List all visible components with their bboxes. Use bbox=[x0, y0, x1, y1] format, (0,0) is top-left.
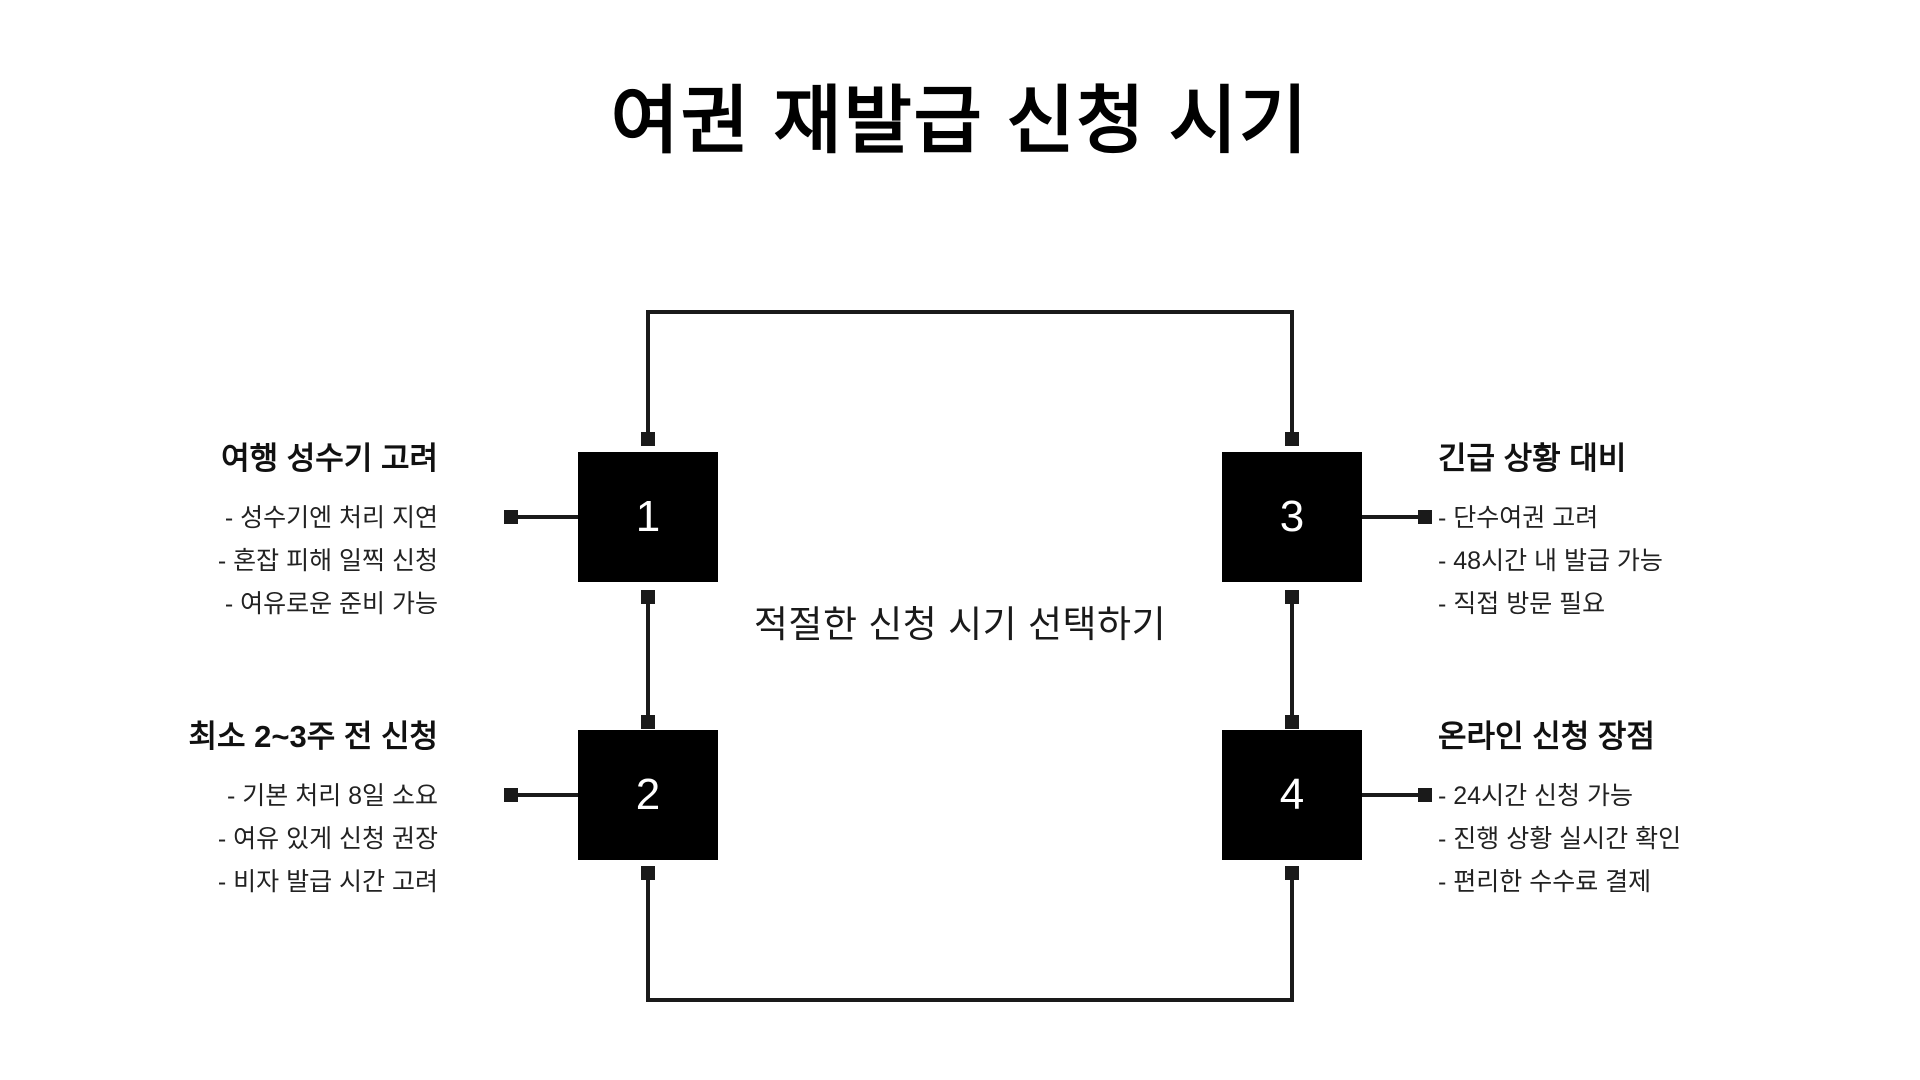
node-number-4: 4 bbox=[1279, 770, 1305, 819]
node-box-1[interactable]: 1 bbox=[578, 452, 718, 582]
node-number-3: 3 bbox=[1279, 492, 1305, 541]
block-2-heading: 최소 2~3주 전 신청 bbox=[188, 719, 438, 754]
connector-cap-leader-4 bbox=[1418, 788, 1432, 802]
connector-cap-top-left bbox=[641, 432, 655, 446]
block-3-bullets: - 단수여권 고려 - 48시간 내 발급 가능 - 직접 방문 필요 bbox=[1438, 497, 1768, 626]
block-2-bullets: - 기본 처리 8일 소요 - 여유 있게 신청 권장 - 비자 발급 시간 고… bbox=[108, 775, 438, 904]
list-item: - 직접 방문 필요 bbox=[1438, 590, 1606, 619]
connector-cap-top-right bbox=[1285, 432, 1299, 446]
connector-cap-leader-2 bbox=[504, 788, 518, 802]
list-item: - 비자 발급 시간 고려 bbox=[217, 868, 438, 897]
text-block-3: 긴급 상황 대비 - 단수여권 고려 - 48시간 내 발급 가능 - 직접 방… bbox=[1438, 440, 1768, 626]
list-item: - 편리한 수수료 결제 bbox=[1438, 868, 1652, 897]
text-block-2: 최소 2~3주 전 신청 - 기본 처리 8일 소요 - 여유 있게 신청 권장… bbox=[108, 718, 438, 904]
center-label: 적절한 신청 시기 선택하기 bbox=[753, 604, 1167, 645]
list-item: - 혼잡 피해 일찍 신청 bbox=[217, 547, 438, 576]
connector-cap-v-right-top bbox=[1285, 590, 1299, 604]
list-item: - 성수기엔 처리 지연 bbox=[224, 504, 438, 533]
node-box-2[interactable]: 2 bbox=[578, 730, 718, 860]
connector-cap-v-left-bottom bbox=[641, 715, 655, 729]
node-number-1: 1 bbox=[635, 492, 661, 541]
text-block-1: 여행 성수기 고려 - 성수기엔 처리 지연 - 혼잡 피해 일찍 신청 - 여… bbox=[108, 440, 438, 626]
page-title: 여권 재발급 신청 시기 bbox=[610, 79, 1310, 162]
block-1-bullets: - 성수기엔 처리 지연 - 혼잡 피해 일찍 신청 - 여유로운 준비 가능 bbox=[108, 497, 438, 626]
block-1-heading: 여행 성수기 고려 bbox=[221, 441, 438, 476]
connector-cap-v-left-top bbox=[641, 590, 655, 604]
block-4-bullets: - 24시간 신청 가능 - 진행 상황 실시간 확인 - 편리한 수수료 결제 bbox=[1438, 775, 1768, 904]
node-box-4[interactable]: 4 bbox=[1222, 730, 1362, 860]
list-item: - 단수여권 고려 bbox=[1438, 504, 1599, 533]
list-item: - 여유 있게 신청 권장 bbox=[217, 825, 438, 854]
connector-cap-v-right-bottom bbox=[1285, 715, 1299, 729]
block-4-heading: 온라인 신청 장점 bbox=[1438, 719, 1655, 754]
connector-cap-leader-1 bbox=[504, 510, 518, 524]
text-block-4: 온라인 신청 장점 - 24시간 신청 가능 - 진행 상황 실시간 확인 - … bbox=[1438, 718, 1768, 904]
connector-cap-bottom-left bbox=[641, 866, 655, 880]
connector-bottom-bracket bbox=[646, 872, 1294, 1002]
node-number-2: 2 bbox=[635, 770, 661, 819]
node-box-3[interactable]: 3 bbox=[1222, 452, 1362, 582]
connector-cap-leader-3 bbox=[1418, 510, 1432, 524]
block-3-heading: 긴급 상황 대비 bbox=[1438, 441, 1627, 476]
list-item: - 24시간 신청 가능 bbox=[1438, 782, 1633, 811]
connector-top-bracket bbox=[646, 310, 1294, 440]
connector-cap-bottom-right bbox=[1285, 866, 1299, 880]
list-item: - 기본 처리 8일 소요 bbox=[226, 782, 438, 811]
list-item: - 여유로운 준비 가능 bbox=[224, 590, 438, 619]
list-item: - 48시간 내 발급 가능 bbox=[1438, 547, 1663, 576]
list-item: - 진행 상황 실시간 확인 bbox=[1438, 825, 1682, 854]
